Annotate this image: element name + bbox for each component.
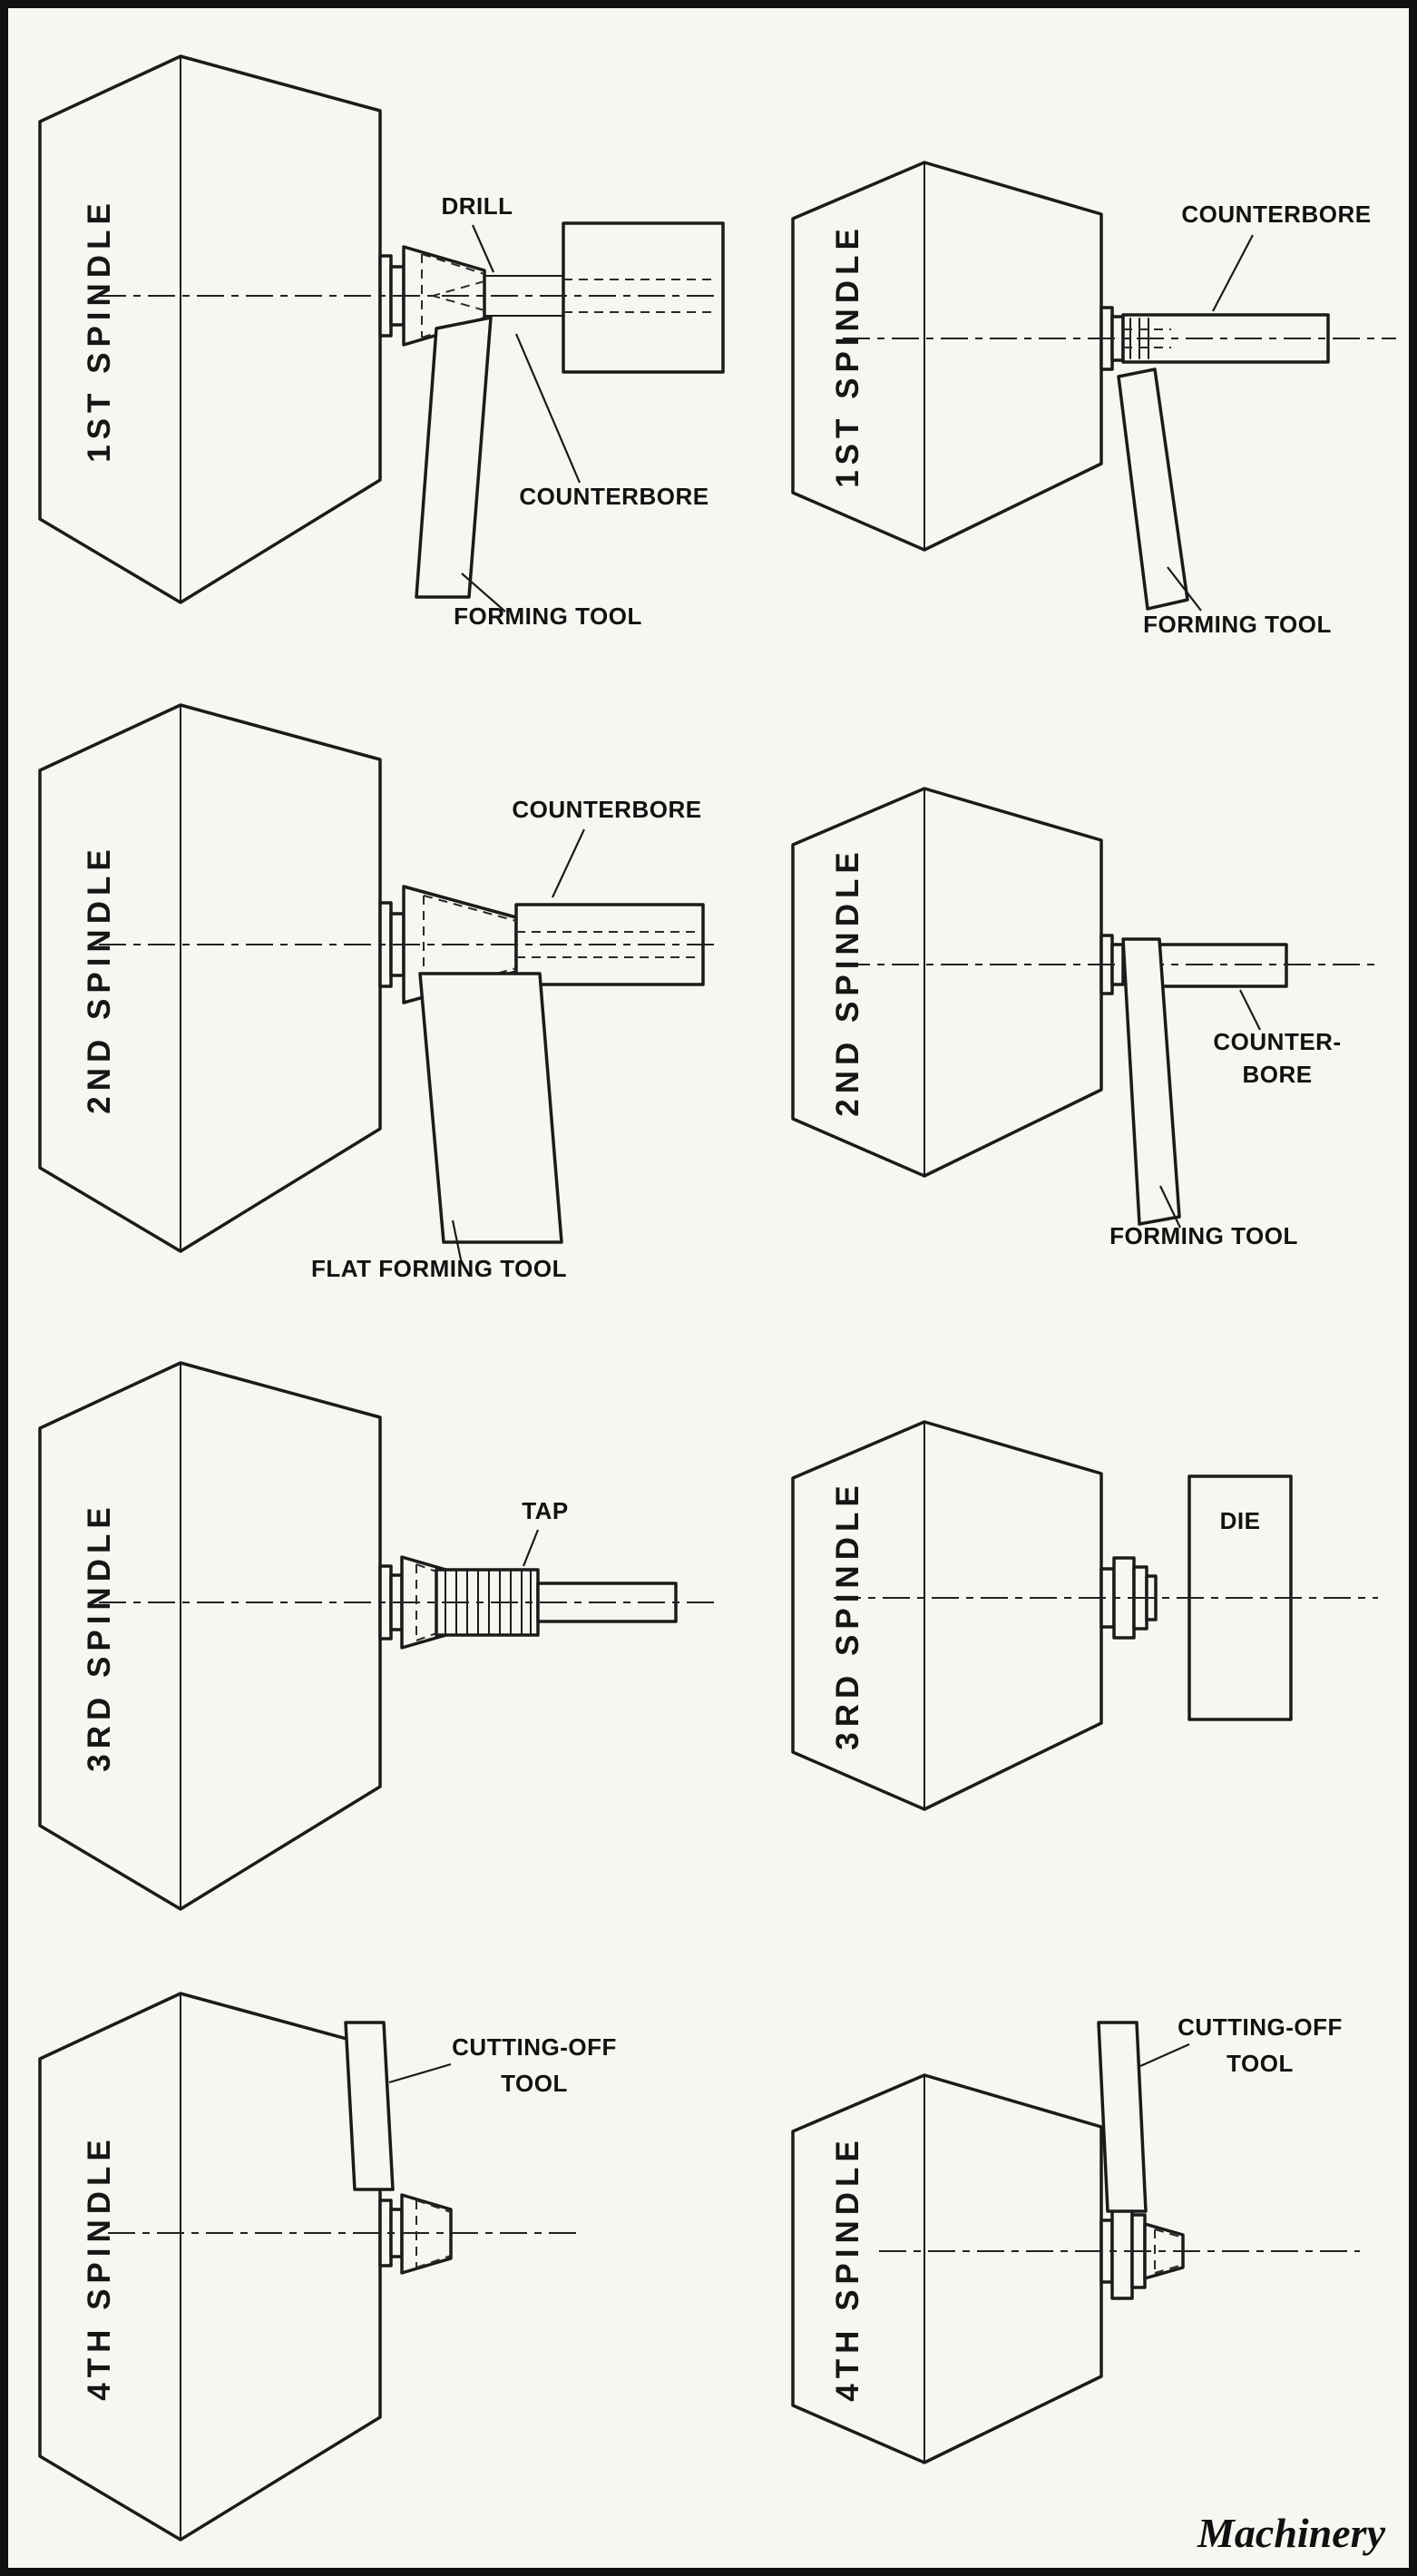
panel-spindle-2-right: 2ND SPINDLE COUNTER- BORE FORMING TOOL (779, 761, 1409, 1269)
flat-forming-tool-blade (418, 972, 563, 1244)
spindle-block (38, 703, 382, 1253)
forming-tool-leader-line (1159, 1185, 1181, 1229)
forming-tool-blade (1121, 937, 1181, 1226)
counterbore-leader-line (1239, 989, 1261, 1031)
cutting-off-tool-blade (344, 2021, 395, 2191)
drill-leader-line (471, 224, 495, 273)
counterbore-label: COUNTERBORE (1181, 201, 1371, 228)
cutting-off-tool-blade (1097, 2021, 1148, 2213)
hidden-lines (415, 1563, 437, 1641)
counterbore-leader-line (514, 333, 581, 484)
hidden-lines (415, 2199, 452, 2268)
forming-tool-leader-line (451, 1219, 464, 1265)
spindle-name-label: 2ND SPINDLE (82, 844, 117, 1113)
panel-spindle-1-right: 1ST SPINDLE COUNTERBORE FORMING TOOL (779, 135, 1409, 643)
spindle-block (38, 54, 382, 604)
publication-credit: Machinery (1197, 2510, 1385, 2556)
forming-tool-label: FORMING TOOL (1109, 1222, 1298, 1249)
drill-label: DRILL (441, 192, 513, 220)
forming-tool-label: FORMING TOOL (454, 602, 642, 630)
counterbore-leader-line (552, 828, 585, 898)
cutting-off-leader-line (388, 2062, 452, 2084)
cutting-off-label-line1: CUTTING-OFF (1178, 2013, 1343, 2041)
counterbore-label: COUNTERBORE (519, 483, 708, 510)
spindle-name-label: 3RD SPINDLE (82, 1502, 117, 1771)
spindle-name-label: 1ST SPINDLE (82, 198, 117, 463)
spindle-block (791, 2073, 1103, 2464)
cutting-off-label-line2: TOOL (501, 2070, 568, 2097)
counterbore-label-line1: COUNTER- (1213, 1028, 1341, 1055)
counterbore-label-line2: BORE (1242, 1061, 1312, 1088)
panel-spindle-4-right: 4TH SPINDLE CUTTING-OFF TOOL (779, 1986, 1409, 2567)
forming-tool-label: FORMING TOOL (1143, 611, 1332, 638)
spindle-block (791, 1420, 1103, 1811)
forming-tool-leader-line (461, 573, 506, 612)
spindle-block (791, 787, 1103, 1178)
spindle-name-label: 3RD SPINDLE (830, 1480, 865, 1749)
panel-spindle-3-left: 3RD SPINDLE TAP (26, 1328, 743, 1927)
die-label: DIE (1220, 1507, 1261, 1534)
spindle-block (38, 1361, 382, 1911)
spindle-block (38, 1992, 382, 2542)
counterbore-leader-line (1212, 234, 1254, 312)
flat-forming-tool-label: FLAT FORMING TOOL (311, 1255, 567, 1282)
panel-spindle-1-left: 1ST SPINDLE DRILL COUNTERBORE FORMING TO… (26, 22, 743, 648)
spindle-name-label: 1ST SPINDLE (830, 223, 865, 488)
spindle-name-label: 4TH SPINDLE (82, 2134, 117, 2401)
tap-label: TAP (522, 1497, 569, 1524)
cutting-off-label-line1: CUTTING-OFF (452, 2033, 617, 2061)
drill-bar (484, 275, 564, 317)
spindle-block (791, 161, 1103, 552)
panel-spindle-4-left: 4TH SPINDLE CUTTING-OFF TOOL (26, 1959, 743, 2558)
cutting-off-leader-line (1139, 2042, 1190, 2068)
forming-tool-leader-line (1167, 566, 1202, 612)
forming-tool-blade (415, 316, 493, 599)
spindle-name-label: 4TH SPINDLE (830, 2135, 865, 2402)
tap-leader-line (522, 1529, 540, 1567)
forming-tool-blade (1117, 367, 1189, 611)
hidden-pilot-lines (1123, 328, 1171, 348)
spindle-name-label: 2ND SPINDLE (830, 847, 865, 1116)
drill-holder (562, 221, 725, 374)
panel-spindle-2-left: 2ND SPINDLE COUNTERBORE FLAT FORMING TOO… (26, 671, 743, 1297)
cutting-off-label-line2: TOOL (1226, 2050, 1294, 2077)
hidden-lines (1154, 2228, 1184, 2274)
counterbore-label: COUNTERBORE (512, 796, 701, 823)
panel-spindle-3-right: 3RD SPINDLE DIE (779, 1396, 1409, 1841)
